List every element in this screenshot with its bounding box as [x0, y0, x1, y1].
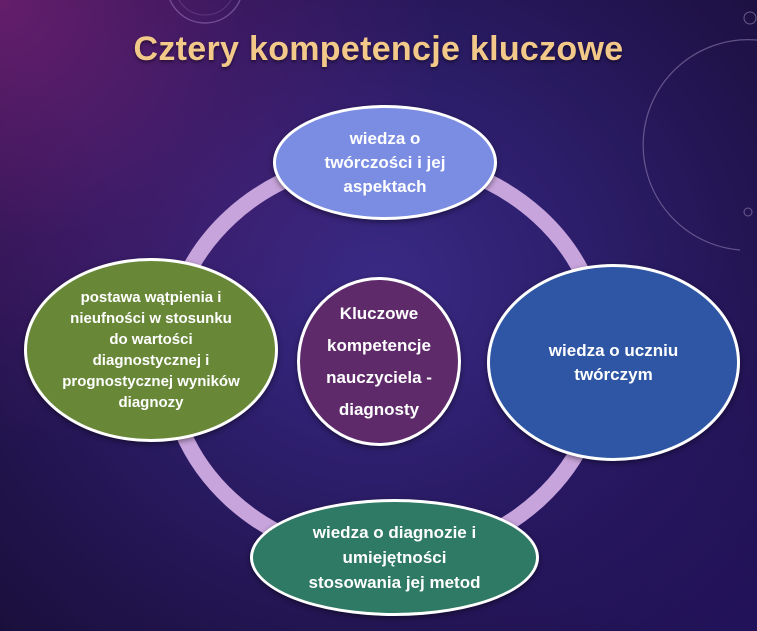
decor-dot-2 [743, 207, 753, 217]
decor-dot [743, 11, 757, 25]
center-node-label: Kluczowe kompetencje nauczyciela - diagn… [326, 303, 432, 419]
node-skeptical-attitude: postawa wątpienia i nieufności w stosunk… [24, 258, 278, 442]
center-node-key-competencies: Kluczowe kompetencje nauczyciela - diagn… [297, 277, 461, 446]
node-creative-student-knowledge: wiedza o uczniu twórczym [487, 264, 740, 461]
decor-arc [642, 39, 757, 251]
node-skeptical-attitude-label: postawa wątpienia i nieufności w stosunk… [62, 289, 240, 411]
decor-circle-inner [178, 0, 232, 16]
decor-circle [169, 0, 241, 24]
node-creativity-knowledge: wiedza o twórczości i jej aspektach [273, 105, 497, 220]
node-creativity-knowledge-label: wiedza o twórczości i jej aspektach [324, 128, 446, 196]
node-creative-student-knowledge-label: wiedza o uczniu twórczym [548, 340, 679, 384]
page-title: Cztery kompetencje kluczowe [133, 30, 624, 68]
node-diagnosis-knowledge: wiedza o diagnozie i umiejętności stosow… [250, 499, 539, 616]
node-diagnosis-knowledge-label: wiedza o diagnozie i umiejętności stosow… [308, 523, 481, 592]
